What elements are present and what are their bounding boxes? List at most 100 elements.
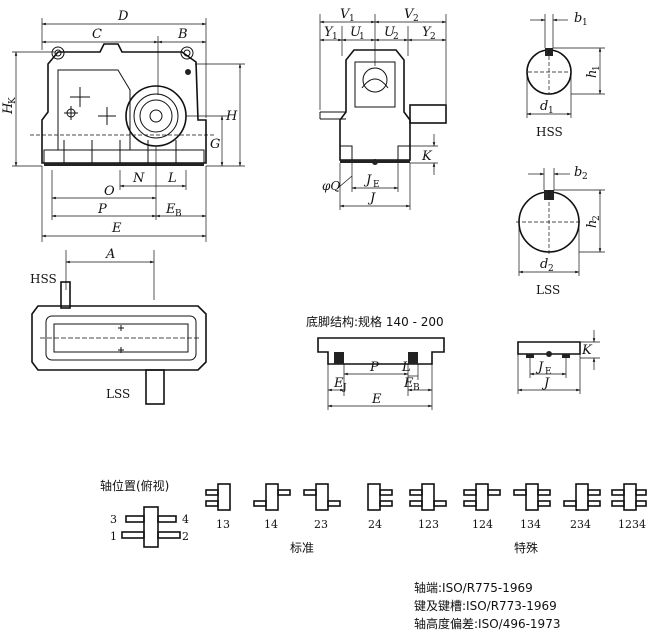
- svg-text:2: 2: [182, 530, 189, 543]
- svg-text:V: V: [340, 7, 351, 22]
- left-gear-cover: [57, 69, 131, 151]
- shaft-config-14: 14: [253, 483, 291, 531]
- dim-b2: b 2: [574, 165, 588, 182]
- dim-U2: U 2: [384, 25, 399, 42]
- lss-bearing-circles: [125, 85, 187, 147]
- dim-b1: b 1: [574, 11, 588, 28]
- lifting-eye-right: [180, 46, 194, 60]
- svg-text:4: 4: [182, 513, 189, 526]
- svg-text:2: 2: [592, 215, 602, 221]
- top-view: A HSS LSS: [30, 247, 207, 405]
- foot-dim-P: P: [369, 360, 379, 375]
- dim-P: P: [97, 202, 107, 217]
- foot-dim-E: E: [371, 392, 382, 407]
- shaft-config-123: 123: [409, 483, 447, 531]
- side-housing-outline: [339, 49, 411, 161]
- svg-text:Y: Y: [324, 25, 334, 40]
- svg-text:b: b: [574, 11, 582, 26]
- svg-text:E: E: [403, 376, 414, 391]
- dim-B: B: [177, 27, 188, 42]
- dim-L: L: [167, 171, 177, 186]
- svg-text:d: d: [540, 99, 548, 114]
- dim-E: E: [111, 221, 122, 236]
- svg-text:h: h: [585, 220, 600, 228]
- svg-text:1: 1: [110, 530, 117, 543]
- svg-text:H: H: [1, 102, 16, 115]
- svg-text:U: U: [384, 25, 396, 40]
- svg-text:B: B: [175, 209, 182, 219]
- top-housing-outline: [31, 305, 207, 371]
- svg-text:2: 2: [548, 264, 554, 274]
- svg-text:E: E: [165, 202, 176, 217]
- svg-text:2: 2: [413, 14, 419, 24]
- svg-text:E: E: [545, 367, 552, 377]
- lifting-eye-left: [51, 46, 65, 60]
- shaft-config-13: 13: [205, 483, 231, 531]
- dim-HK: H K: [1, 97, 18, 115]
- svg-text:13: 13: [216, 518, 230, 531]
- foot-dim-EJ: E J: [333, 376, 347, 393]
- lss-section-label: LSS: [536, 283, 560, 297]
- standard-shaft-end: 轴端:ISO/R775-1969: [414, 580, 533, 595]
- top-lss-label: LSS: [106, 387, 130, 401]
- svg-text:J: J: [363, 173, 372, 188]
- foot-structure: 底脚结构:规格 140 - 200 P L E J E B E: [306, 314, 600, 410]
- dim-H: H: [225, 109, 238, 124]
- dim-V2: V 2: [404, 7, 419, 24]
- dim-C: C: [92, 27, 102, 42]
- svg-text:24: 24: [368, 518, 382, 531]
- foot-dim-JE: J E: [535, 360, 552, 377]
- foot-dim-J: J: [541, 376, 550, 391]
- svg-text:2: 2: [430, 32, 436, 42]
- svg-text:d: d: [540, 257, 548, 272]
- oil-plug: [185, 69, 191, 75]
- svg-text:1234: 1234: [618, 518, 646, 531]
- top-lss-shaft: [145, 369, 165, 405]
- dim-U1: U 1: [350, 25, 365, 42]
- foot-dim-L: L: [401, 360, 411, 375]
- dim-K-side: K: [421, 149, 433, 164]
- svg-text:J: J: [342, 383, 347, 393]
- svg-text:E: E: [373, 180, 380, 190]
- svg-text:3: 3: [110, 513, 117, 526]
- standard-key-keyway: 键及键槽:ISO/R773-1969: [414, 599, 557, 613]
- standards-block: 轴端:ISO/R775-1969 键及键槽:ISO/R773-1969 轴高度偏…: [414, 580, 560, 631]
- shaft-config-23: 23: [303, 483, 341, 531]
- foot-structure-title: 底脚结构:规格 140 - 200: [306, 314, 444, 329]
- svg-text:b: b: [574, 165, 582, 180]
- dim-EB: E B: [165, 202, 182, 219]
- svg-text:123: 123: [418, 518, 439, 531]
- svg-text:Y: Y: [422, 25, 432, 40]
- svg-text:K: K: [8, 97, 18, 104]
- dim-d2: d 2: [540, 257, 554, 274]
- svg-text:1: 1: [349, 14, 355, 24]
- svg-text:1: 1: [548, 106, 554, 116]
- shaft-config-1234: 1234: [611, 483, 647, 531]
- svg-text:234: 234: [570, 518, 591, 531]
- side-cover-plate: [354, 61, 396, 108]
- dim-phiQ: φQ: [322, 179, 340, 193]
- svg-text:2: 2: [393, 32, 399, 42]
- svg-text:134: 134: [520, 518, 541, 531]
- foot-dim-EB: E B: [403, 376, 420, 393]
- top-hss-shaft: [60, 281, 71, 309]
- lss-keyway: [544, 190, 554, 200]
- shaft-config-124: 124: [463, 483, 501, 531]
- front-base-ribs: [43, 140, 205, 166]
- dim-A: A: [105, 247, 115, 262]
- shaft-config-234: 234: [563, 483, 601, 531]
- dim-O: O: [104, 184, 115, 199]
- top-hss-label: HSS: [30, 272, 57, 286]
- dim-Y2: Y 2: [422, 25, 436, 42]
- dim-d1: d 1: [540, 99, 554, 116]
- shaft-positions: 轴位置(俯视) 3 4 1 2 13 14: [100, 478, 647, 555]
- shaft-legend-icon: 3 4 1 2: [110, 506, 189, 548]
- side-lss-shaft: [409, 104, 447, 124]
- hss-section: b 1 h 1 d 1 HSS: [526, 11, 605, 139]
- svg-text:23: 23: [314, 518, 328, 531]
- front-housing-outline: [41, 43, 207, 164]
- front-view: D C B H K H G N L O P: [1, 9, 245, 242]
- svg-text:14: 14: [264, 518, 278, 531]
- side-feet: [339, 145, 411, 165]
- left-bearing-crosshairs: [64, 87, 116, 125]
